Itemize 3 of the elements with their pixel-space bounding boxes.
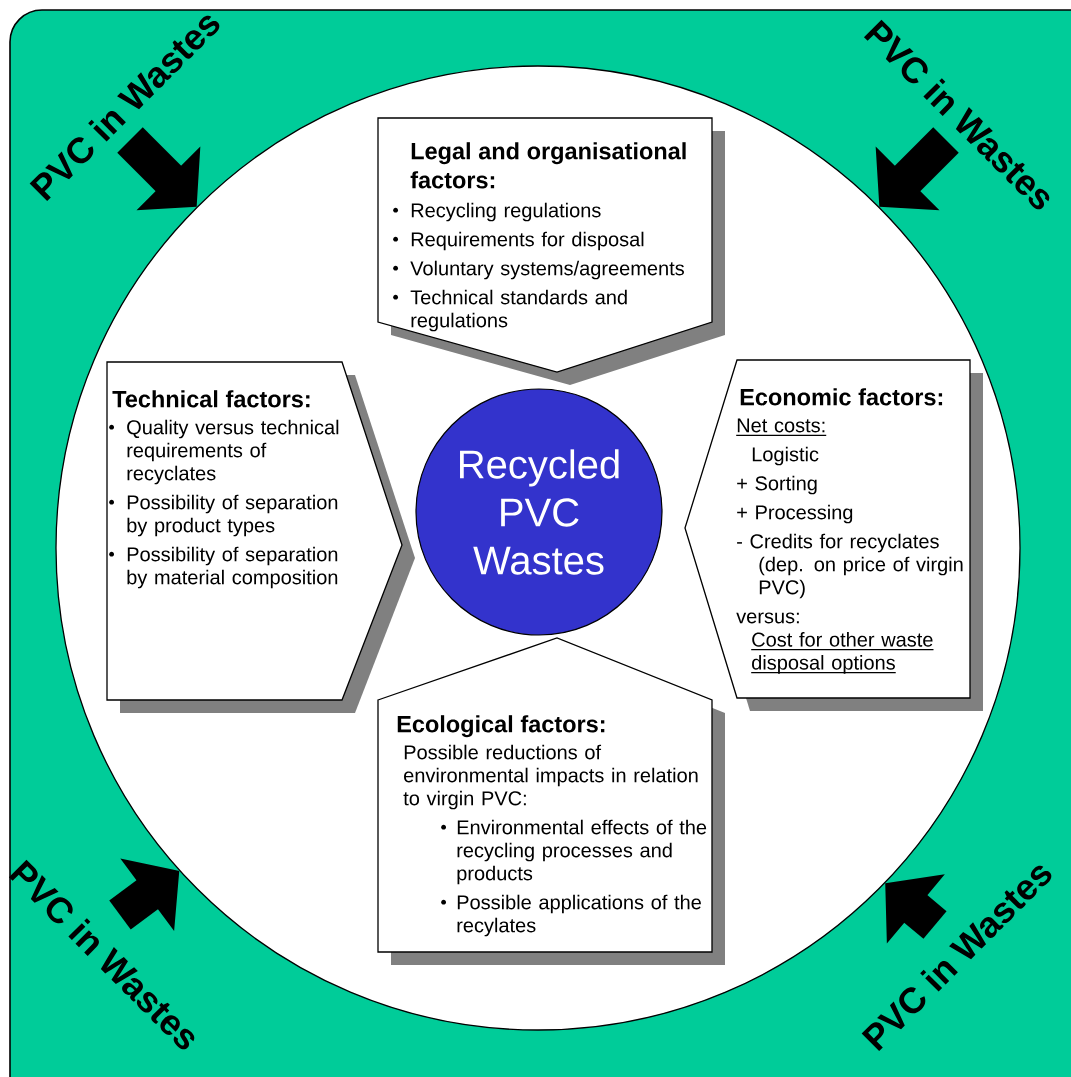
factor-box: Economic factors: Net costs: Logistic + Sorting + Processing - Credits for recyclates (dep. on price of virgin PVC) versus: Cost for other waste disposal options [684,359,983,711]
factor-box: Legal and organisational factors: Recycling regulations Requirements for disposal Voluntary systems/agreements Technical standards and regulations [377,117,725,385]
factor-box: Technical factors: Quality versus technical requirements of recyclates Possibility of separation by product types Possibility of separation by material composition [106,361,415,713]
